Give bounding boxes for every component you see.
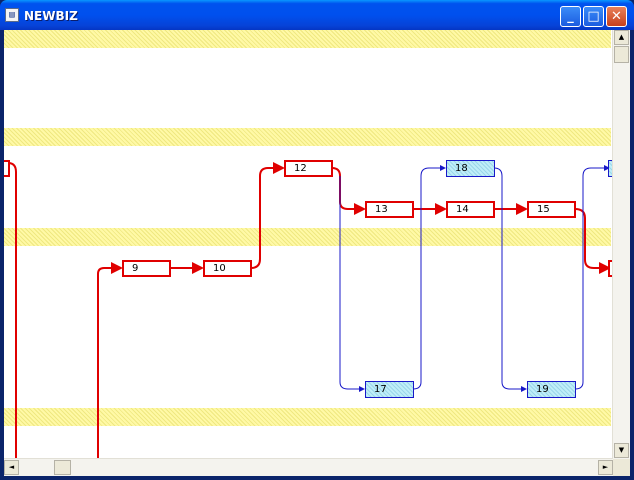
link-into-9 (97, 262, 123, 459)
link-19-offscreen (574, 165, 610, 390)
node-19[interactable]: 19 (527, 381, 576, 398)
link-12-17 (339, 176, 365, 392)
vertical-scroll-thumb[interactable] (614, 46, 629, 63)
lane-band (4, 228, 611, 246)
window-title: NEWBIZ (24, 9, 78, 23)
node-15[interactable]: 15 (527, 201, 576, 218)
lane-band (4, 30, 611, 48)
scroll-left-button[interactable]: ◄ (4, 460, 19, 475)
link-15-offscreen (574, 208, 611, 274)
scrollbar-corner (613, 459, 630, 476)
scroll-down-button[interactable]: ▼ (614, 443, 629, 458)
link-10-12 (250, 162, 285, 269)
scroll-up-button[interactable]: ▲ (614, 30, 629, 45)
document-icon[interactable]: ▤ (5, 8, 19, 22)
horizontal-scrollbar[interactable]: ◄ ► (4, 458, 613, 476)
scroll-right-button[interactable]: ► (598, 460, 613, 475)
title-bar[interactable]: ▤ NEWBIZ _ □ ✕ (0, 0, 634, 30)
link-12-13 (331, 167, 366, 215)
node-offscreen-left[interactable] (4, 160, 10, 177)
lane-band (4, 128, 611, 146)
vertical-scrollbar[interactable]: ▲ ▼ (612, 30, 630, 459)
node-13[interactable]: 13 (365, 201, 414, 218)
link-18-19 (493, 167, 527, 392)
node-17[interactable]: 17 (365, 381, 414, 398)
horizontal-scroll-thumb[interactable] (54, 460, 71, 475)
minimize-button[interactable]: _ (560, 6, 581, 27)
close-button[interactable]: ✕ (606, 6, 627, 27)
node-18[interactable]: 18 (446, 160, 495, 177)
node-9[interactable]: 9 (122, 260, 171, 277)
node-12[interactable]: 12 (284, 160, 333, 177)
link-17-18 (412, 165, 446, 390)
dependency-links (7, 162, 611, 459)
maximize-button[interactable]: □ (583, 6, 604, 27)
network-diagram-canvas[interactable]: 9 10 12 13 14 15 17 18 19 ▲ ▼ ◄ ► (4, 30, 630, 476)
node-10[interactable]: 10 (203, 260, 252, 277)
link-offscreen-left (7, 162, 17, 459)
lane-band (4, 408, 611, 426)
node-14[interactable]: 14 (446, 201, 495, 218)
